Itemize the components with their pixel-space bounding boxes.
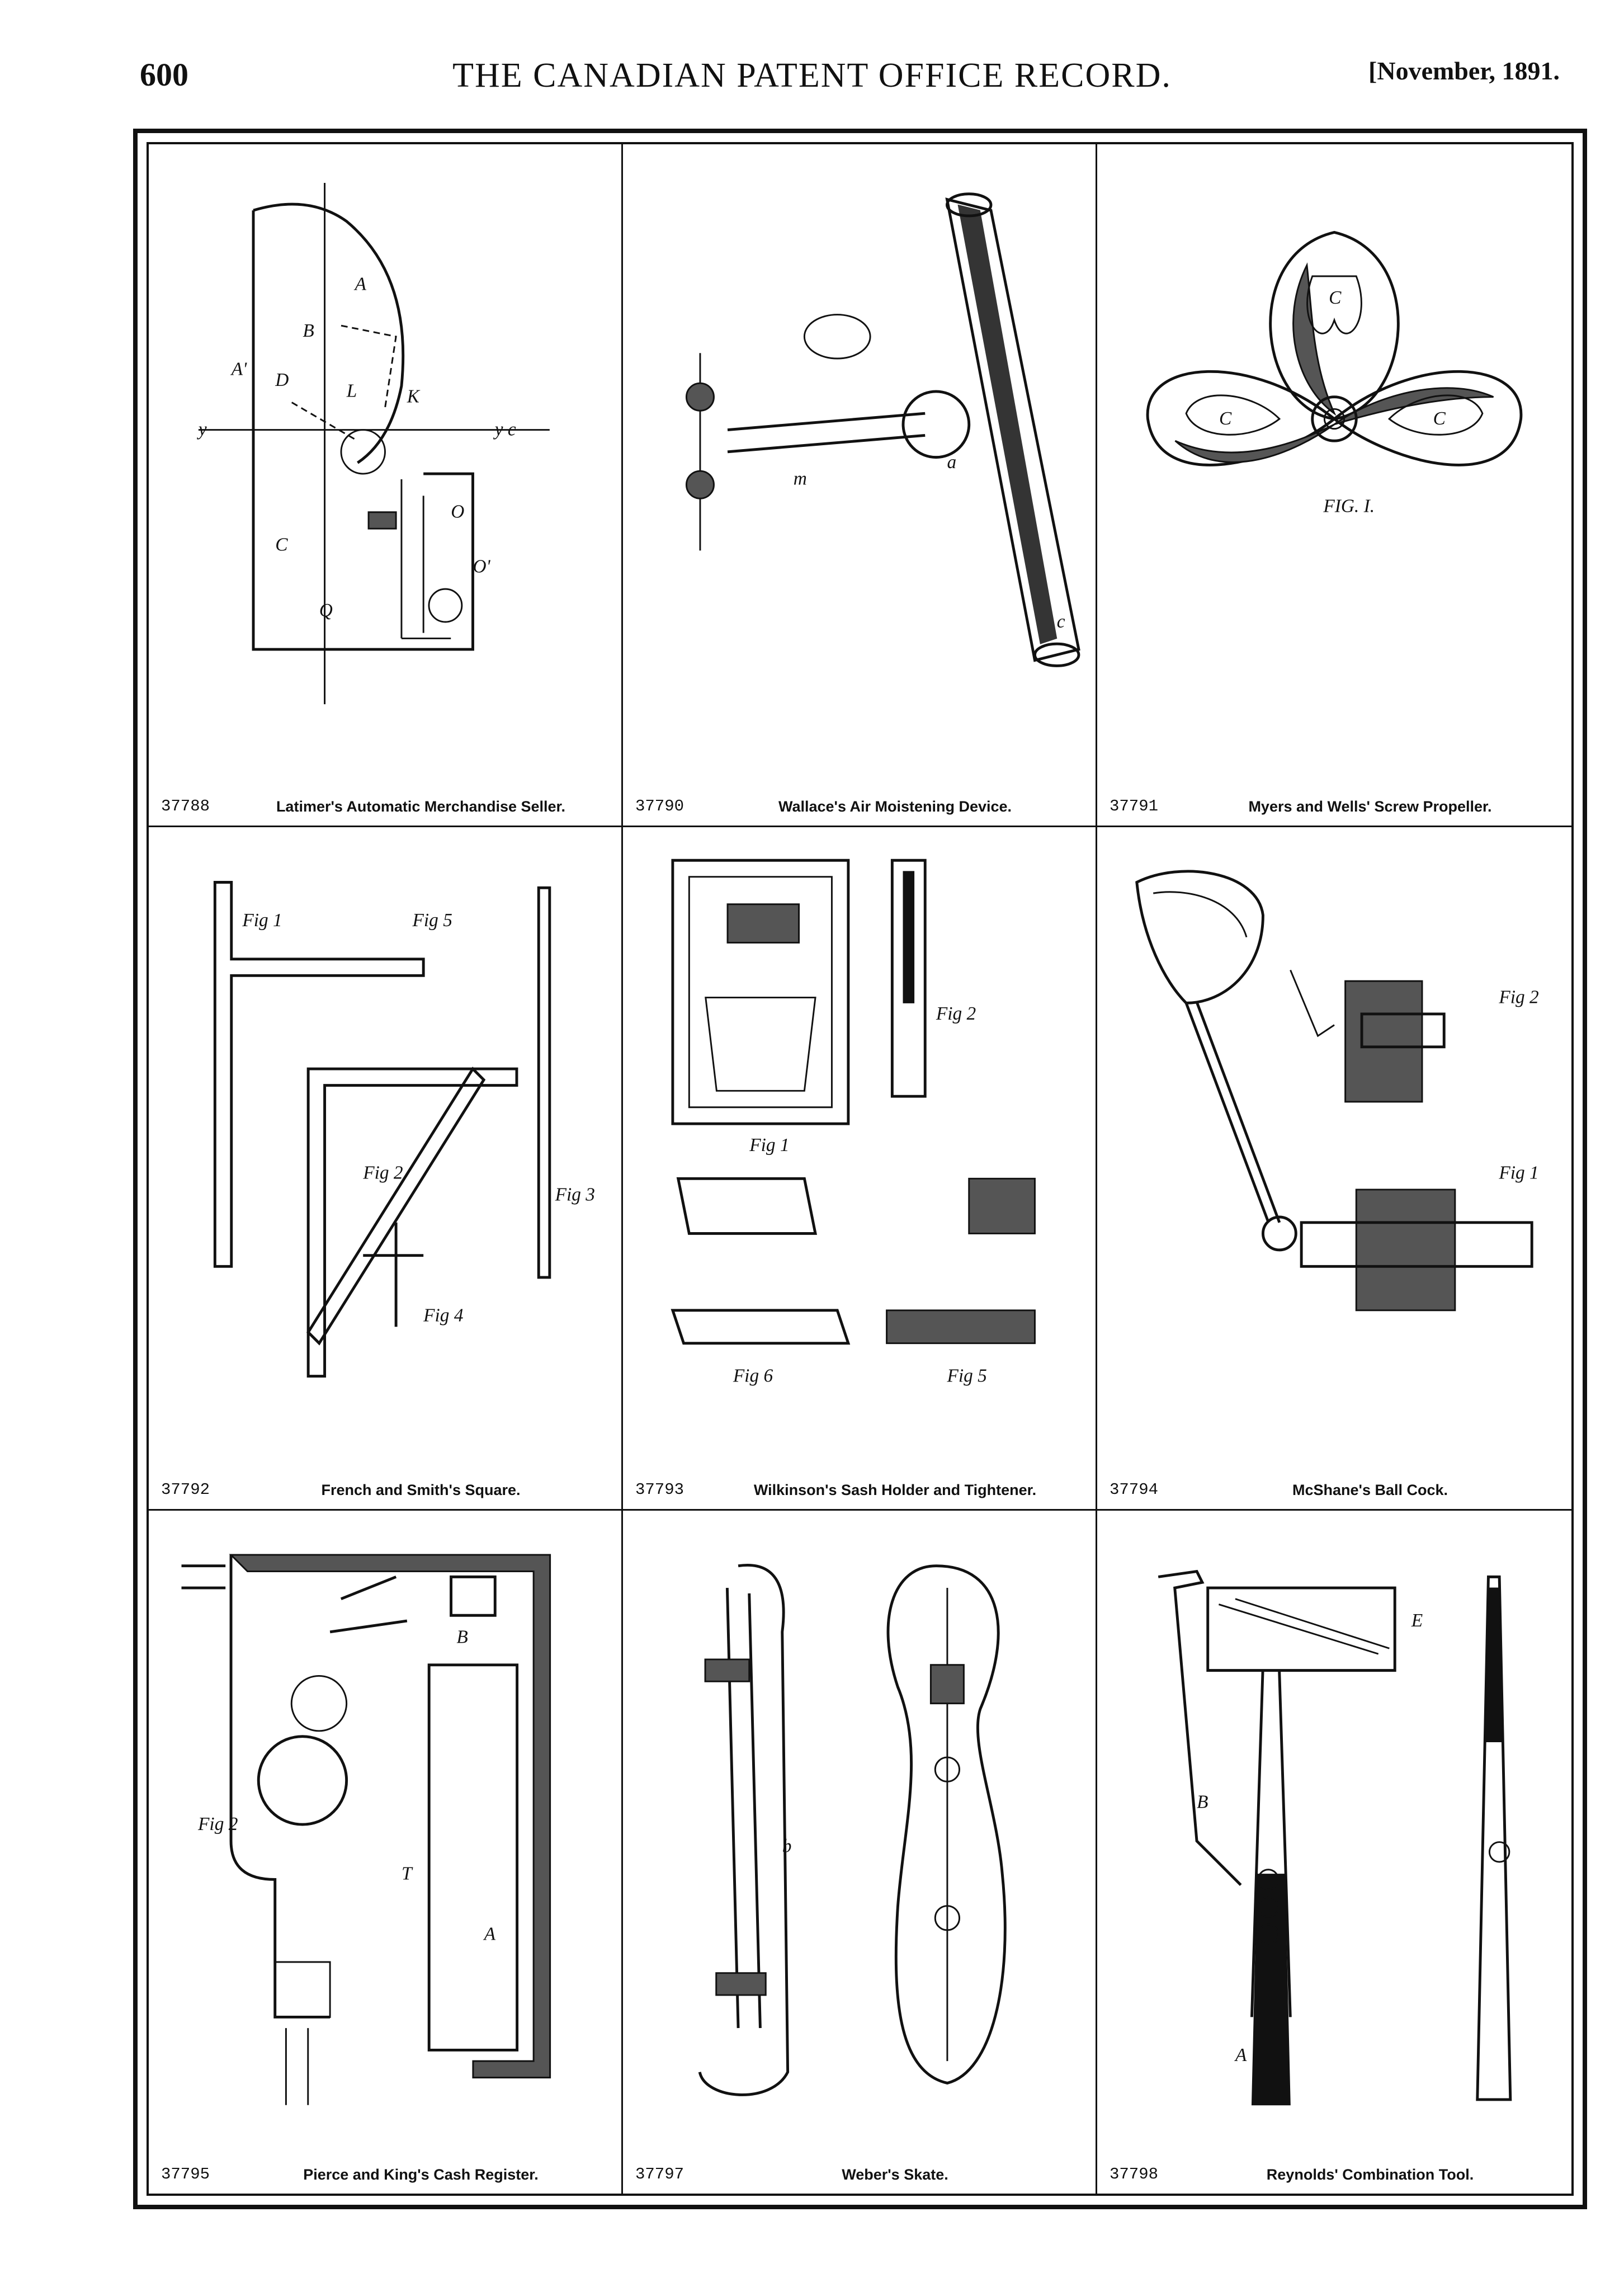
patent-cell: C C C FIG. I. 37791 Myers and Wells' Scr…: [1097, 144, 1571, 828]
patent-cell: b 37797 Weber's Skate.: [623, 1510, 1097, 2194]
svg-text:C: C: [1433, 408, 1446, 429]
svg-text:c: c: [1057, 611, 1065, 632]
air-moistening-device-drawing: a m c: [634, 155, 1084, 786]
square-tool-drawing: Fig 1 Fig 2 Fig 3 Fig 4 Fig 5: [160, 838, 610, 1469]
merchandise-seller-drawing: A B D A' K L y y c O O' C Q: [160, 155, 610, 786]
patent-number: 37794: [1110, 1480, 1159, 1499]
patent-title: Wilkinson's Sash Holder and Tightener.: [753, 1481, 1037, 1498]
patent-plate-frame: A B D A' K L y y c O O' C Q 3: [133, 129, 1587, 2209]
svg-text:D: D: [275, 370, 289, 390]
page-number: 600: [140, 56, 188, 93]
patent-title: Latimer's Automatic Merchandise Seller.: [276, 798, 566, 815]
svg-text:B: B: [303, 320, 314, 341]
patent-caption: 37792 French and Smith's Square.: [149, 1475, 621, 1506]
cash-register-drawing: A T Fig 2 B: [160, 1522, 610, 2154]
patent-number: 37795: [161, 2165, 210, 2183]
svg-text:C: C: [1219, 408, 1232, 429]
patent-number: 37798: [1110, 2165, 1159, 2183]
svg-text:a: a: [947, 452, 956, 473]
journal-title: THE CANADIAN PATENT OFFICE RECORD.: [452, 56, 1172, 95]
patent-number: 37797: [635, 2165, 684, 2183]
patent-cell: B A E 37798 Reynolds' Combination Tool.: [1097, 1511, 1571, 2194]
patent-caption: 37793 Wilkinson's Sash Holder and Tighte…: [623, 1475, 1096, 1506]
svg-text:Fig 2: Fig 2: [1498, 987, 1538, 1008]
patent-title: Reynolds' Combination Tool.: [1266, 2166, 1474, 2183]
patent-title: Wallace's Air Moistening Device.: [778, 798, 1012, 815]
combination-tool-drawing: B A E: [1108, 1522, 1560, 2154]
svg-text:A: A: [354, 273, 367, 294]
patent-caption: 37791 Myers and Wells' Screw Propeller.: [1097, 792, 1571, 822]
patent-title: French and Smith's Square.: [321, 1481, 521, 1498]
patent-cell: A T Fig 2 B 37795 Pierce and King's Cash…: [149, 1510, 623, 2194]
svg-text:Fig 2: Fig 2: [362, 1163, 403, 1183]
patent-caption: 37794 McShane's Ball Cock.: [1097, 1475, 1571, 1506]
patent-number: 37791: [1110, 797, 1159, 816]
svg-text:y: y: [197, 419, 207, 440]
svg-text:E: E: [1411, 1610, 1423, 1631]
svg-text:y c: y c: [493, 419, 516, 440]
patent-cell: a m c 37790 Wallace's Air Moistening Dev…: [623, 144, 1097, 828]
patent-caption: 37797 Weber's Skate.: [623, 2160, 1096, 2190]
patent-title: Pierce and King's Cash Register.: [303, 2166, 539, 2183]
svg-text:Fig 4: Fig 4: [423, 1305, 463, 1326]
patent-title: Weber's Skate.: [842, 2166, 948, 2183]
svg-text:O: O: [451, 502, 464, 522]
svg-text:T: T: [402, 1863, 413, 1884]
svg-text:Fig 6: Fig 6: [733, 1366, 773, 1386]
patent-caption: 37798 Reynolds' Combination Tool.: [1097, 2160, 1571, 2190]
patent-cell: A B D A' K L y y c O O' C Q 3: [149, 144, 623, 828]
svg-text:Q: Q: [319, 600, 333, 621]
patent-number: 37788: [161, 797, 210, 816]
svg-text:O': O': [473, 557, 490, 577]
patent-number: 37790: [635, 797, 684, 816]
svg-text:A: A: [483, 1923, 496, 1944]
svg-text:K: K: [407, 386, 421, 407]
patent-grid: A B D A' K L y y c O O' C Q 3: [149, 144, 1571, 2194]
svg-text:Fig 2: Fig 2: [936, 1003, 976, 1024]
svg-text:Fig 5: Fig 5: [946, 1366, 986, 1386]
skate-drawing: b: [634, 1522, 1084, 2154]
svg-text:C: C: [1329, 287, 1342, 308]
svg-text:Fig 3: Fig 3: [555, 1185, 595, 1205]
svg-text:L: L: [346, 381, 357, 402]
svg-text:Fig 1: Fig 1: [242, 910, 282, 931]
svg-text:b: b: [782, 1836, 792, 1856]
svg-text:FIG. I.: FIG. I.: [1323, 496, 1375, 517]
patent-title: McShane's Ball Cock.: [1292, 1481, 1448, 1498]
ball-cock-drawing: Fig 2 Fig 1: [1108, 838, 1560, 1469]
patent-caption: 37790 Wallace's Air Moistening Device.: [623, 792, 1096, 822]
patent-cell: Fig 2 Fig 1 37794 McShane's Ball Cock.: [1097, 827, 1571, 1511]
svg-text:B: B: [456, 1626, 468, 1647]
svg-text:B: B: [1197, 1791, 1208, 1812]
patent-cell: Fig 1 Fig 2 Fig 3 Fig 4 Fig 5 37792 Fren…: [149, 827, 623, 1511]
patent-plate-inner-border: A B D A' K L y y c O O' C Q 3: [147, 142, 1574, 2196]
svg-text:m: m: [794, 469, 807, 489]
patent-caption: 37795 Pierce and King's Cash Register.: [149, 2160, 621, 2190]
svg-text:A': A': [230, 359, 247, 379]
svg-text:Fig 1: Fig 1: [1498, 1163, 1538, 1183]
svg-text:Fig 1: Fig 1: [749, 1135, 789, 1156]
patent-number: 37792: [161, 1480, 210, 1499]
patent-title: Myers and Wells' Screw Propeller.: [1248, 798, 1492, 815]
sash-holder-drawing: Fig 1 Fig 2 Fig 6 Fig 5: [634, 838, 1084, 1469]
patent-number: 37793: [635, 1480, 684, 1499]
svg-text:Fig 5: Fig 5: [412, 910, 452, 931]
svg-text:A: A: [1234, 2045, 1247, 2065]
screw-propeller-drawing: C C C FIG. I.: [1108, 155, 1560, 786]
svg-text:C: C: [275, 534, 288, 555]
patent-cell: Fig 1 Fig 2 Fig 6 Fig 5 37793 Wilkinson'…: [623, 827, 1097, 1511]
patent-caption: 37788 Latimer's Automatic Merchandise Se…: [149, 792, 621, 822]
issue-date: [November, 1891.: [1368, 56, 1560, 85]
svg-text:Fig 2: Fig 2: [197, 1814, 238, 1834]
